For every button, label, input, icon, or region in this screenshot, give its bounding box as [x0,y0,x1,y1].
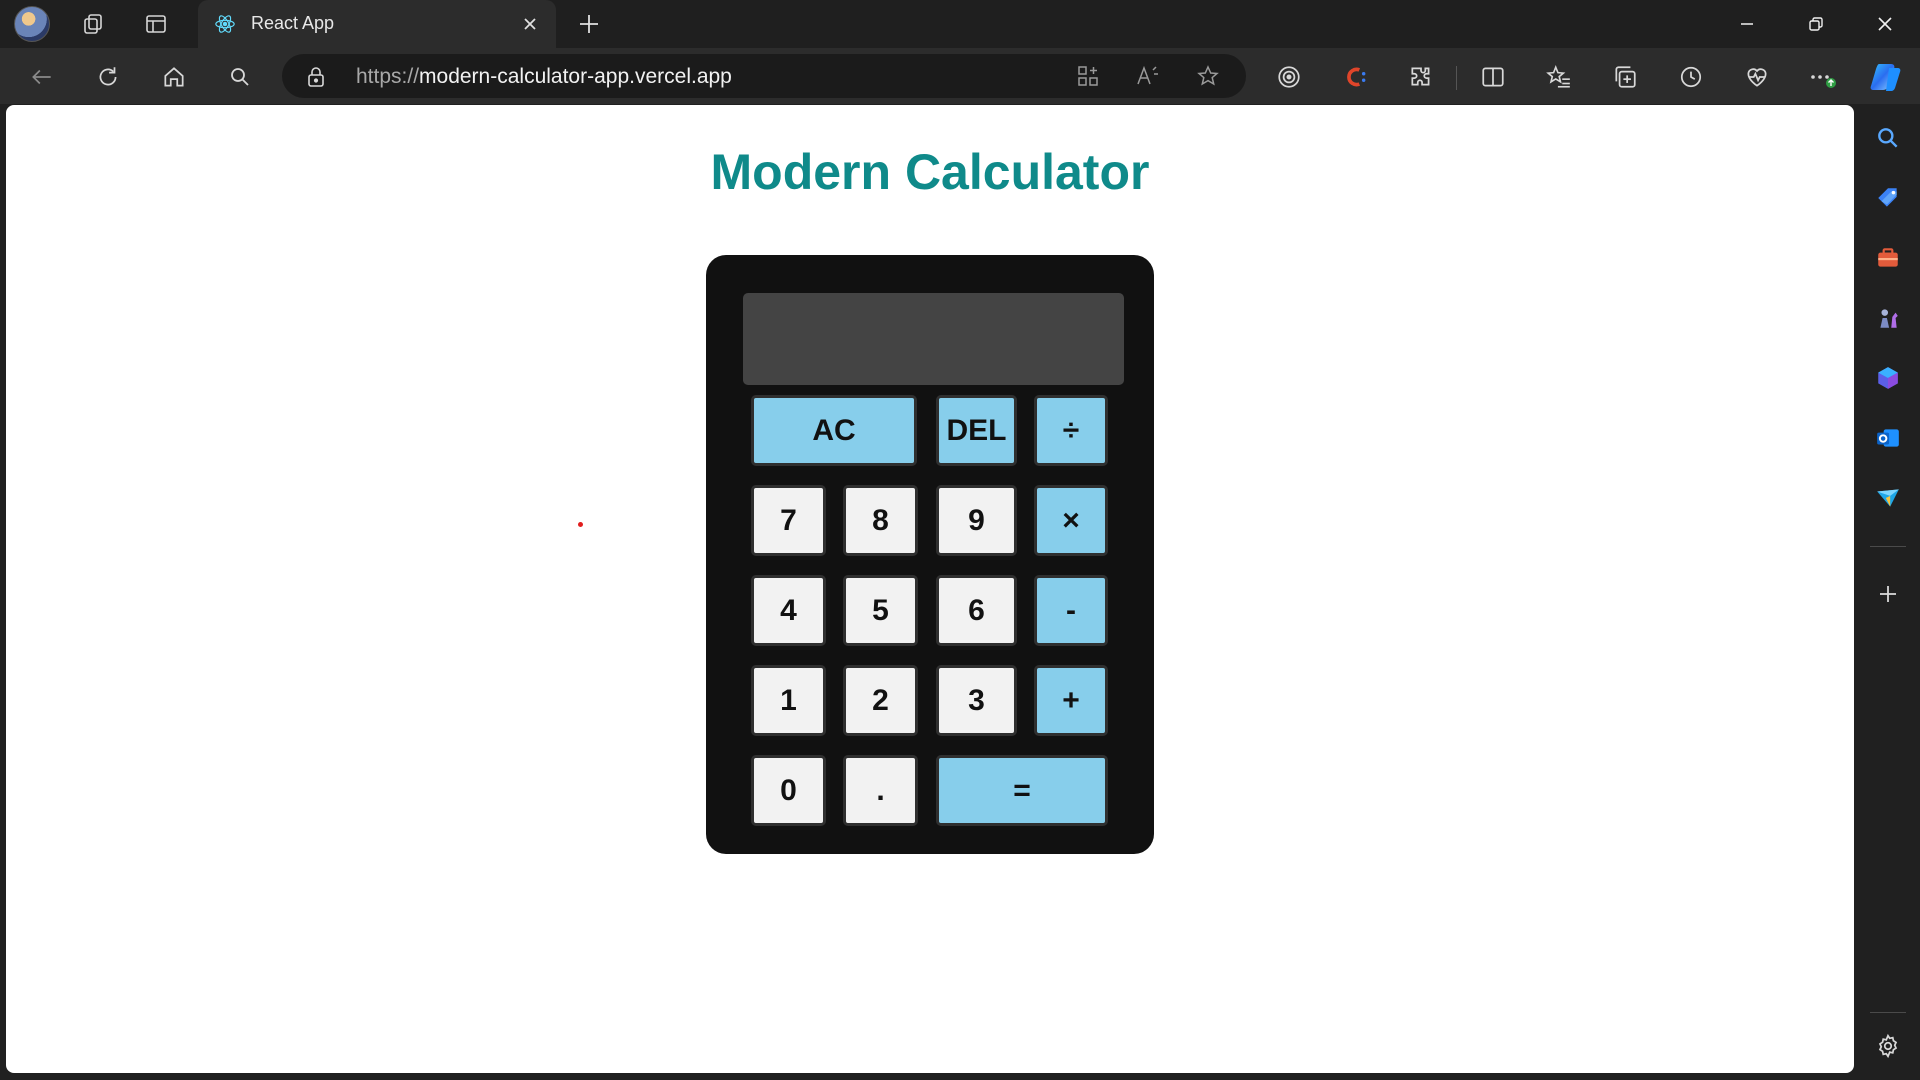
app-available-icon[interactable] [1072,60,1104,92]
games-chess-icon[interactable] [1872,302,1904,334]
extensions-puzzle-icon[interactable] [1404,60,1438,94]
refresh-icon[interactable] [91,60,125,94]
close-window-icon[interactable] [1851,0,1919,48]
decimal-button[interactable]: . [843,755,918,826]
favorite-star-icon[interactable] [1192,60,1224,92]
calculator: AC DEL ÷ 7 8 9 × 4 5 6 - 1 2 3 + 0 . = [706,255,1154,854]
calculator-display [743,293,1124,385]
digit-0-button[interactable]: 0 [751,755,826,826]
digit-9-button[interactable]: 9 [936,485,1017,556]
sidebar-settings-gear-icon[interactable] [1872,1030,1904,1062]
title-bar: React App [0,0,1920,48]
collections-icon[interactable] [1608,60,1642,94]
send-drop-icon[interactable] [1872,482,1904,514]
lock-icon[interactable] [304,65,328,89]
history-icon[interactable] [1674,60,1708,94]
search-icon[interactable] [223,60,257,94]
digit-5-button[interactable]: 5 [843,575,918,646]
back-arrow-icon[interactable] [25,60,59,94]
page-title: Modern Calculator [710,144,1150,200]
tab-react-app[interactable]: React App [198,0,556,48]
split-screen-icon[interactable] [1476,60,1510,94]
edge-sidebar [1856,104,1920,1080]
digit-7-button[interactable]: 7 [751,485,826,556]
browser-essentials-heart-icon[interactable] [1740,60,1774,94]
home-icon[interactable] [157,60,191,94]
settings-more-icon[interactable] [1806,60,1840,94]
outlook-icon[interactable] [1872,422,1904,454]
shopping-tag-icon[interactable] [1872,182,1904,214]
ac-button[interactable]: AC [751,395,917,466]
add-sidebar-app-plus-icon[interactable] [1872,578,1904,610]
restore-icon[interactable] [1782,0,1850,48]
digit-4-button[interactable]: 4 [751,575,826,646]
workspaces-icon[interactable] [78,9,108,39]
profile-avatar[interactable] [14,6,50,42]
subtract-button[interactable]: - [1034,575,1108,646]
digit-6-button[interactable]: 6 [936,575,1017,646]
digit-1-button[interactable]: 1 [751,665,826,736]
favorites-list-icon[interactable] [1542,60,1576,94]
mouse-cursor-dot [578,522,583,527]
divide-button[interactable]: ÷ [1034,395,1108,466]
sidebar-search-icon[interactable] [1872,122,1904,154]
address-bar[interactable]: https://modern-calculator-app.vercel.app [282,54,1246,98]
close-tab-icon[interactable] [518,12,542,36]
multiply-button[interactable]: × [1034,485,1108,556]
digit-8-button[interactable]: 8 [843,485,918,556]
microsoft-365-icon[interactable] [1872,362,1904,394]
vertical-tabs-icon[interactable] [141,9,171,39]
equals-button[interactable]: = [936,755,1108,826]
coupon-extension-icon[interactable] [1338,60,1372,94]
digit-2-button[interactable]: 2 [843,665,918,736]
add-button[interactable]: + [1034,665,1108,736]
tools-briefcase-icon[interactable] [1872,242,1904,274]
read-aloud-icon[interactable] [1132,60,1164,92]
new-tab-plus-icon[interactable] [574,9,604,39]
url-text[interactable]: https://modern-calculator-app.vercel.app [356,65,732,88]
browser-toolbar: https://modern-calculator-app.vercel.app [0,48,1920,104]
tab-title: React App [251,13,335,33]
page-viewport: Modern Calculator AC DEL ÷ 7 8 9 × 4 5 6… [6,105,1854,1073]
digit-3-button[interactable]: 3 [936,665,1017,736]
copilot-icon[interactable] [1869,60,1903,94]
tracking-prevention-icon[interactable] [1272,60,1306,94]
minimize-icon[interactable] [1713,0,1781,48]
react-icon [214,13,236,35]
delete-button[interactable]: DEL [936,395,1017,466]
